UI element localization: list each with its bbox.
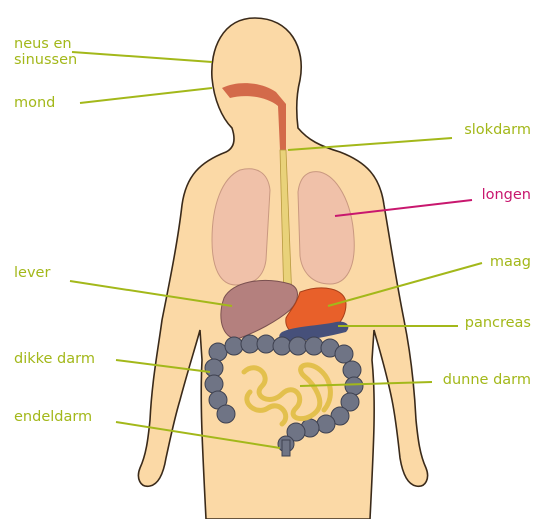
rectum: [282, 440, 290, 456]
label-pancreas: pancreas: [465, 315, 531, 332]
leader-neus: [72, 52, 212, 62]
label-endeldarm: endeldarm: [14, 409, 92, 426]
label-maag: maag: [490, 254, 531, 271]
label-neus-line2: sinussen: [14, 52, 77, 69]
label-mond: mond: [14, 95, 55, 112]
label-longen: longen: [482, 187, 531, 204]
label-dunne-darm: dunne darm: [443, 372, 531, 389]
label-slokdarm: slokdarm: [464, 122, 531, 139]
label-dikke-darm: dikke darm: [14, 351, 95, 368]
label-neus-line1: neus en: [14, 36, 72, 53]
leader-mond: [80, 88, 212, 103]
label-lever: lever: [14, 265, 50, 282]
